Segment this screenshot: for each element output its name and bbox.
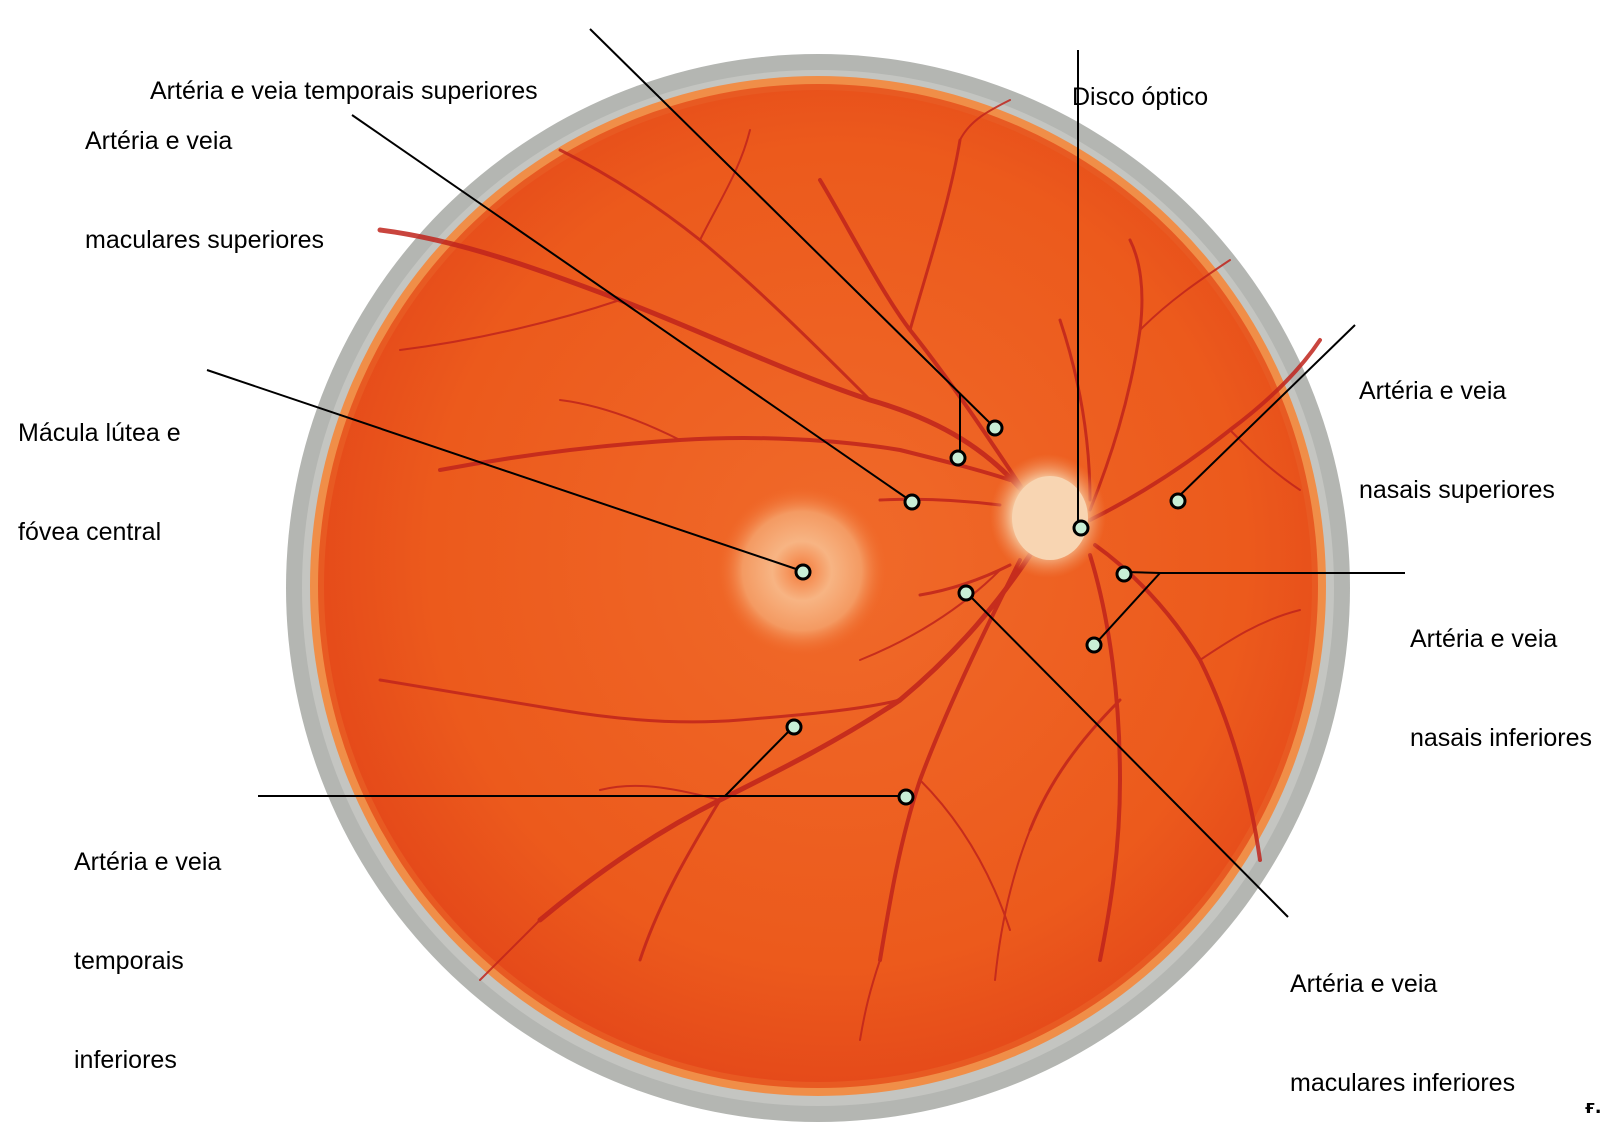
marker-temporais-inferiores-1: [787, 720, 801, 734]
label-disco-optico: Disco óptico: [1072, 15, 1208, 180]
label-line: Artéria e veia: [1410, 623, 1592, 656]
marker-nasais-inferiores-2: [1087, 638, 1101, 652]
label-line: inferiores: [74, 1044, 221, 1077]
label-line: nasais superiores: [1359, 474, 1555, 507]
label-line: Artéria e veia: [1290, 968, 1515, 1001]
optic-disc-core: [1012, 476, 1088, 560]
marker-temporais-superiores: [988, 421, 1002, 435]
label-line: temporais: [74, 945, 221, 978]
label-maculares-superiores: Artéria e veia maculares superiores: [85, 59, 324, 323]
marker-nasais-inferiores-1: [1117, 567, 1131, 581]
marker-maculares-inferiores: [959, 586, 973, 600]
label-line: Artéria e veia: [1359, 375, 1555, 408]
marker-maculares-superiores: [905, 495, 919, 509]
label-line: Artéria e veia: [74, 846, 221, 879]
label-maculares-inferiores: Artéria e veia maculares inferiores: [1290, 902, 1515, 1128]
marker-temporais-superiores-2: [951, 451, 965, 465]
label-line: Artéria e veia: [85, 125, 324, 158]
label-macula: Mácula lútea e fóvea central: [18, 351, 181, 615]
label-line: maculares superiores: [85, 224, 324, 257]
marker-disco-optico: [1074, 521, 1088, 535]
label-line: maculares inferiores: [1290, 1067, 1515, 1100]
label-temporais-inferiores: Artéria e veia temporais inferiores: [74, 780, 221, 1128]
label-line: fóvea central: [18, 516, 181, 549]
label-line: nasais inferiores: [1410, 722, 1592, 755]
label-nasais-superiores: Artéria e veia nasais superiores: [1359, 309, 1555, 573]
marker-temporais-inferiores-2: [899, 790, 913, 804]
label-nasais-inferiores: Artéria e veia nasais inferiores: [1410, 557, 1592, 821]
label-disco-optico-text: Disco óptico: [1072, 81, 1208, 114]
corner-mark: ғ.: [1585, 1097, 1602, 1118]
label-line: Mácula lútea e: [18, 417, 181, 450]
marker-macula: [796, 565, 810, 579]
marker-nasais-superiores: [1171, 494, 1185, 508]
